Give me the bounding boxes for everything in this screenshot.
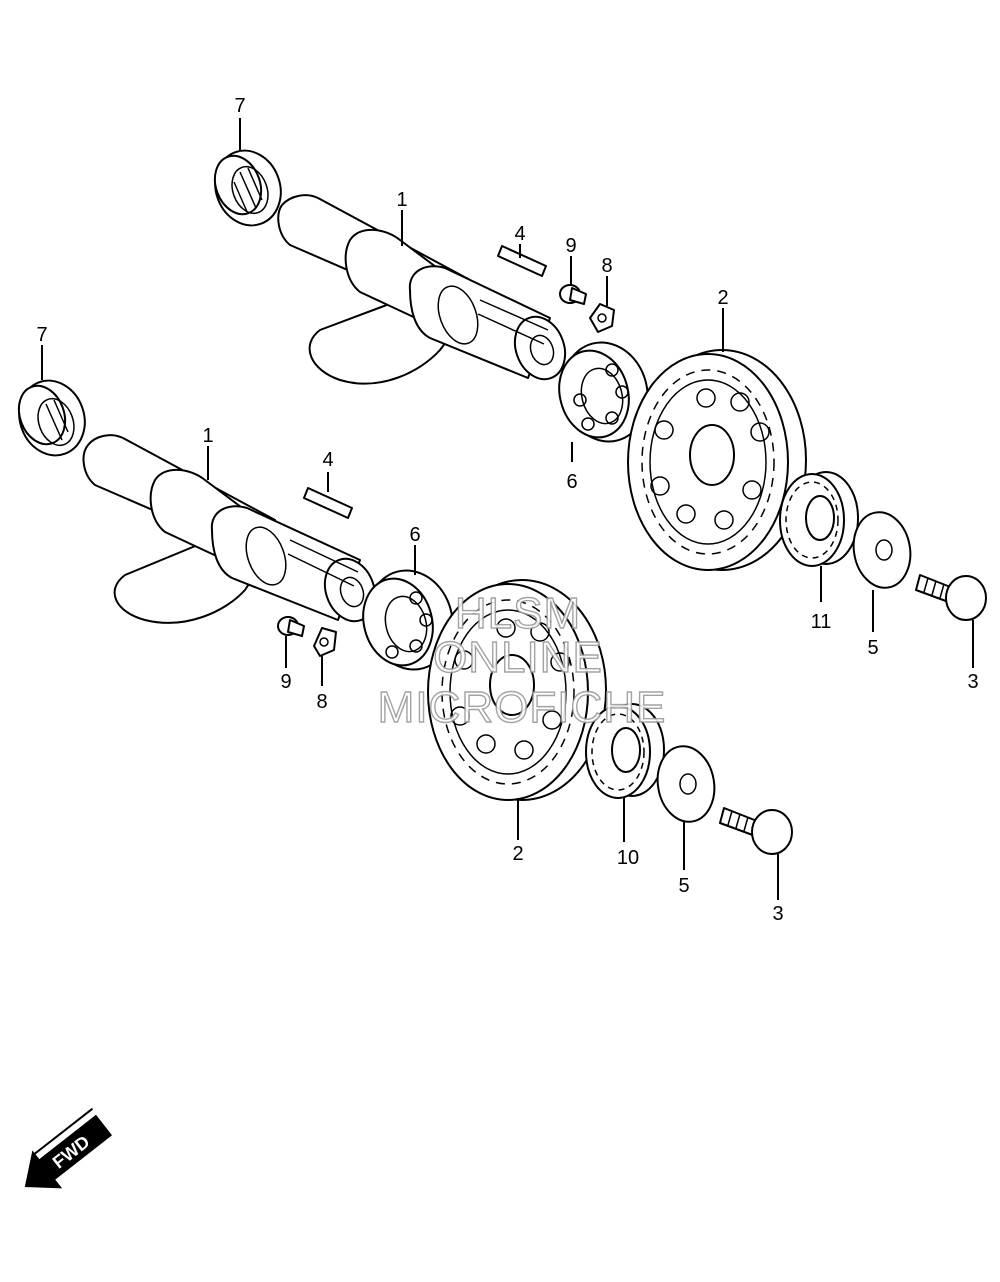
callout-7-lower: 7 — [36, 324, 47, 346]
callout-9-upper: 9 — [565, 235, 576, 257]
callout-4-upper: 4 — [514, 223, 525, 245]
watermark-line3: MICROFICHE — [378, 683, 667, 732]
callout-7-upper: 7 — [234, 95, 245, 117]
callout-1-upper: 1 — [396, 189, 407, 211]
callout-labels: 7 1 4 9 8 2 6 11 5 3 7 1 4 6 9 8 2 10 5 … — [36, 95, 978, 925]
screw-upper — [559, 284, 587, 305]
screw-lower — [277, 616, 305, 637]
bolt-lower — [719, 807, 793, 855]
callout-6-lower: 6 — [409, 524, 420, 546]
balancer-shaft-lower — [82, 434, 377, 624]
callout-8-lower: 8 — [316, 691, 327, 713]
key-upper — [497, 245, 547, 277]
callout-11: 11 — [811, 611, 832, 633]
needle-bearing-upper — [213, 149, 282, 227]
balancer-shaft-upper — [277, 194, 567, 385]
callout-3-lower: 3 — [772, 903, 783, 925]
fwd-arrow-icon: FWD — [24, 1107, 113, 1189]
callout-2-upper: 2 — [717, 287, 728, 309]
key-lower — [303, 487, 353, 519]
ball-bearing-upper — [558, 341, 649, 443]
leader-lines — [41, 118, 974, 900]
drive-gear-11 — [779, 471, 859, 567]
callout-4-lower: 4 — [322, 449, 333, 471]
washer-upper — [852, 511, 912, 589]
balancer-gear-upper — [627, 349, 807, 571]
callout-5-upper: 5 — [867, 637, 878, 659]
balancer-gear-lower — [427, 579, 607, 801]
callout-2-lower: 2 — [512, 843, 523, 865]
needle-bearing-lower — [17, 379, 86, 457]
callout-1-lower: 1 — [202, 425, 213, 447]
callout-8-upper: 8 — [601, 255, 612, 277]
callout-10: 10 — [617, 847, 639, 869]
bolt-upper — [915, 574, 987, 621]
callout-5-lower: 5 — [678, 875, 689, 897]
washer-lower — [656, 745, 716, 823]
watermark-line1: HLSM — [455, 589, 581, 638]
callout-9-lower: 9 — [280, 671, 291, 693]
lock-washer-upper — [589, 303, 615, 333]
watermark-line2: ONLINE — [433, 633, 603, 682]
lock-washer-lower — [313, 627, 337, 657]
callout-3-upper: 3 — [967, 671, 978, 693]
ball-bearing-lower — [362, 569, 454, 671]
drive-gear-10 — [585, 703, 665, 799]
watermark: HLSM ONLINE MICROFICHE — [377, 588, 667, 732]
callout-6-upper: 6 — [566, 471, 577, 493]
